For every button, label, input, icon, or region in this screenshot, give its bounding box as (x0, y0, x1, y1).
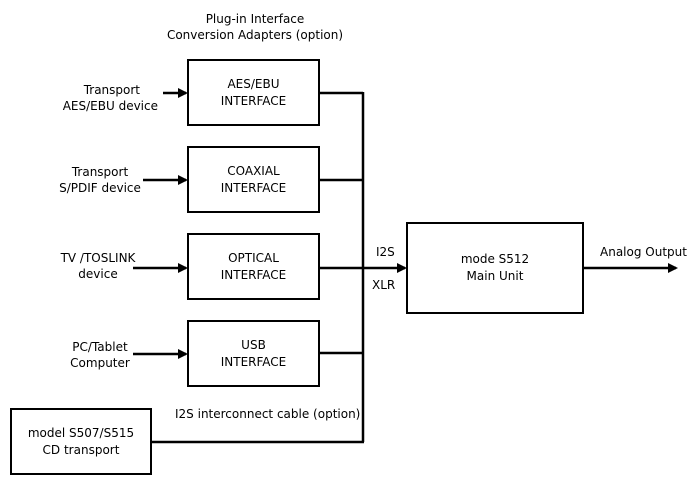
coaxial-interface-box: COAXIAL INTERFACE (187, 146, 320, 213)
cd-transport-line2: CD transport (42, 442, 120, 457)
source-spdif-line2: S/PDIF device (59, 181, 141, 195)
main-unit-line1: mode S512 (460, 252, 530, 266)
optical-interface-box: OPTICAL INTERFACE (187, 233, 320, 300)
main-unit-box: mode S512 Main Unit (406, 222, 584, 314)
i2s-label: I2S (376, 245, 395, 259)
header-line1: Plug-in Interface (205, 12, 305, 26)
cd-transport-line1: model S507/S515 (27, 425, 135, 440)
source-pc-line2: Computer (70, 356, 130, 370)
optical-interface-line1: OPTICAL (228, 250, 279, 265)
analog-output-label: Analog Output (600, 245, 687, 259)
cd-transport-box: model S507/S515 CD transport (10, 408, 152, 475)
coaxial-interface-line2: INTERFACE (220, 180, 287, 195)
source-spdif-line1: Transport (71, 165, 129, 179)
usb-interface-line1: USB (241, 337, 266, 352)
source-toslink-line2: device (78, 267, 118, 281)
xlr-label: XLR (372, 278, 396, 292)
usb-interface-line2: INTERFACE (220, 354, 287, 369)
source-pc-line1: PC/Tablet (72, 340, 128, 354)
aes-ebu-interface-line2: INTERFACE (220, 93, 287, 108)
source-toslink-line1: TV /TOSLINK (60, 251, 136, 265)
header-line2: Conversion Adapters (option) (166, 28, 344, 42)
source-aes-line2: AES/EBU device (62, 99, 158, 113)
coaxial-interface-line1: COAXIAL (227, 163, 280, 178)
optical-interface-line2: INTERFACE (220, 267, 287, 282)
aes-ebu-interface-box: AES/EBU INTERFACE (187, 59, 320, 126)
aes-ebu-interface-line1: AES/EBU (227, 76, 280, 91)
main-unit-line2: Main Unit (466, 269, 524, 283)
source-aes-line1: Transport (83, 83, 140, 97)
interconnect-cable-label: I2S interconnect cable (option) (175, 407, 361, 421)
usb-interface-box: USB INTERFACE (187, 320, 320, 387)
